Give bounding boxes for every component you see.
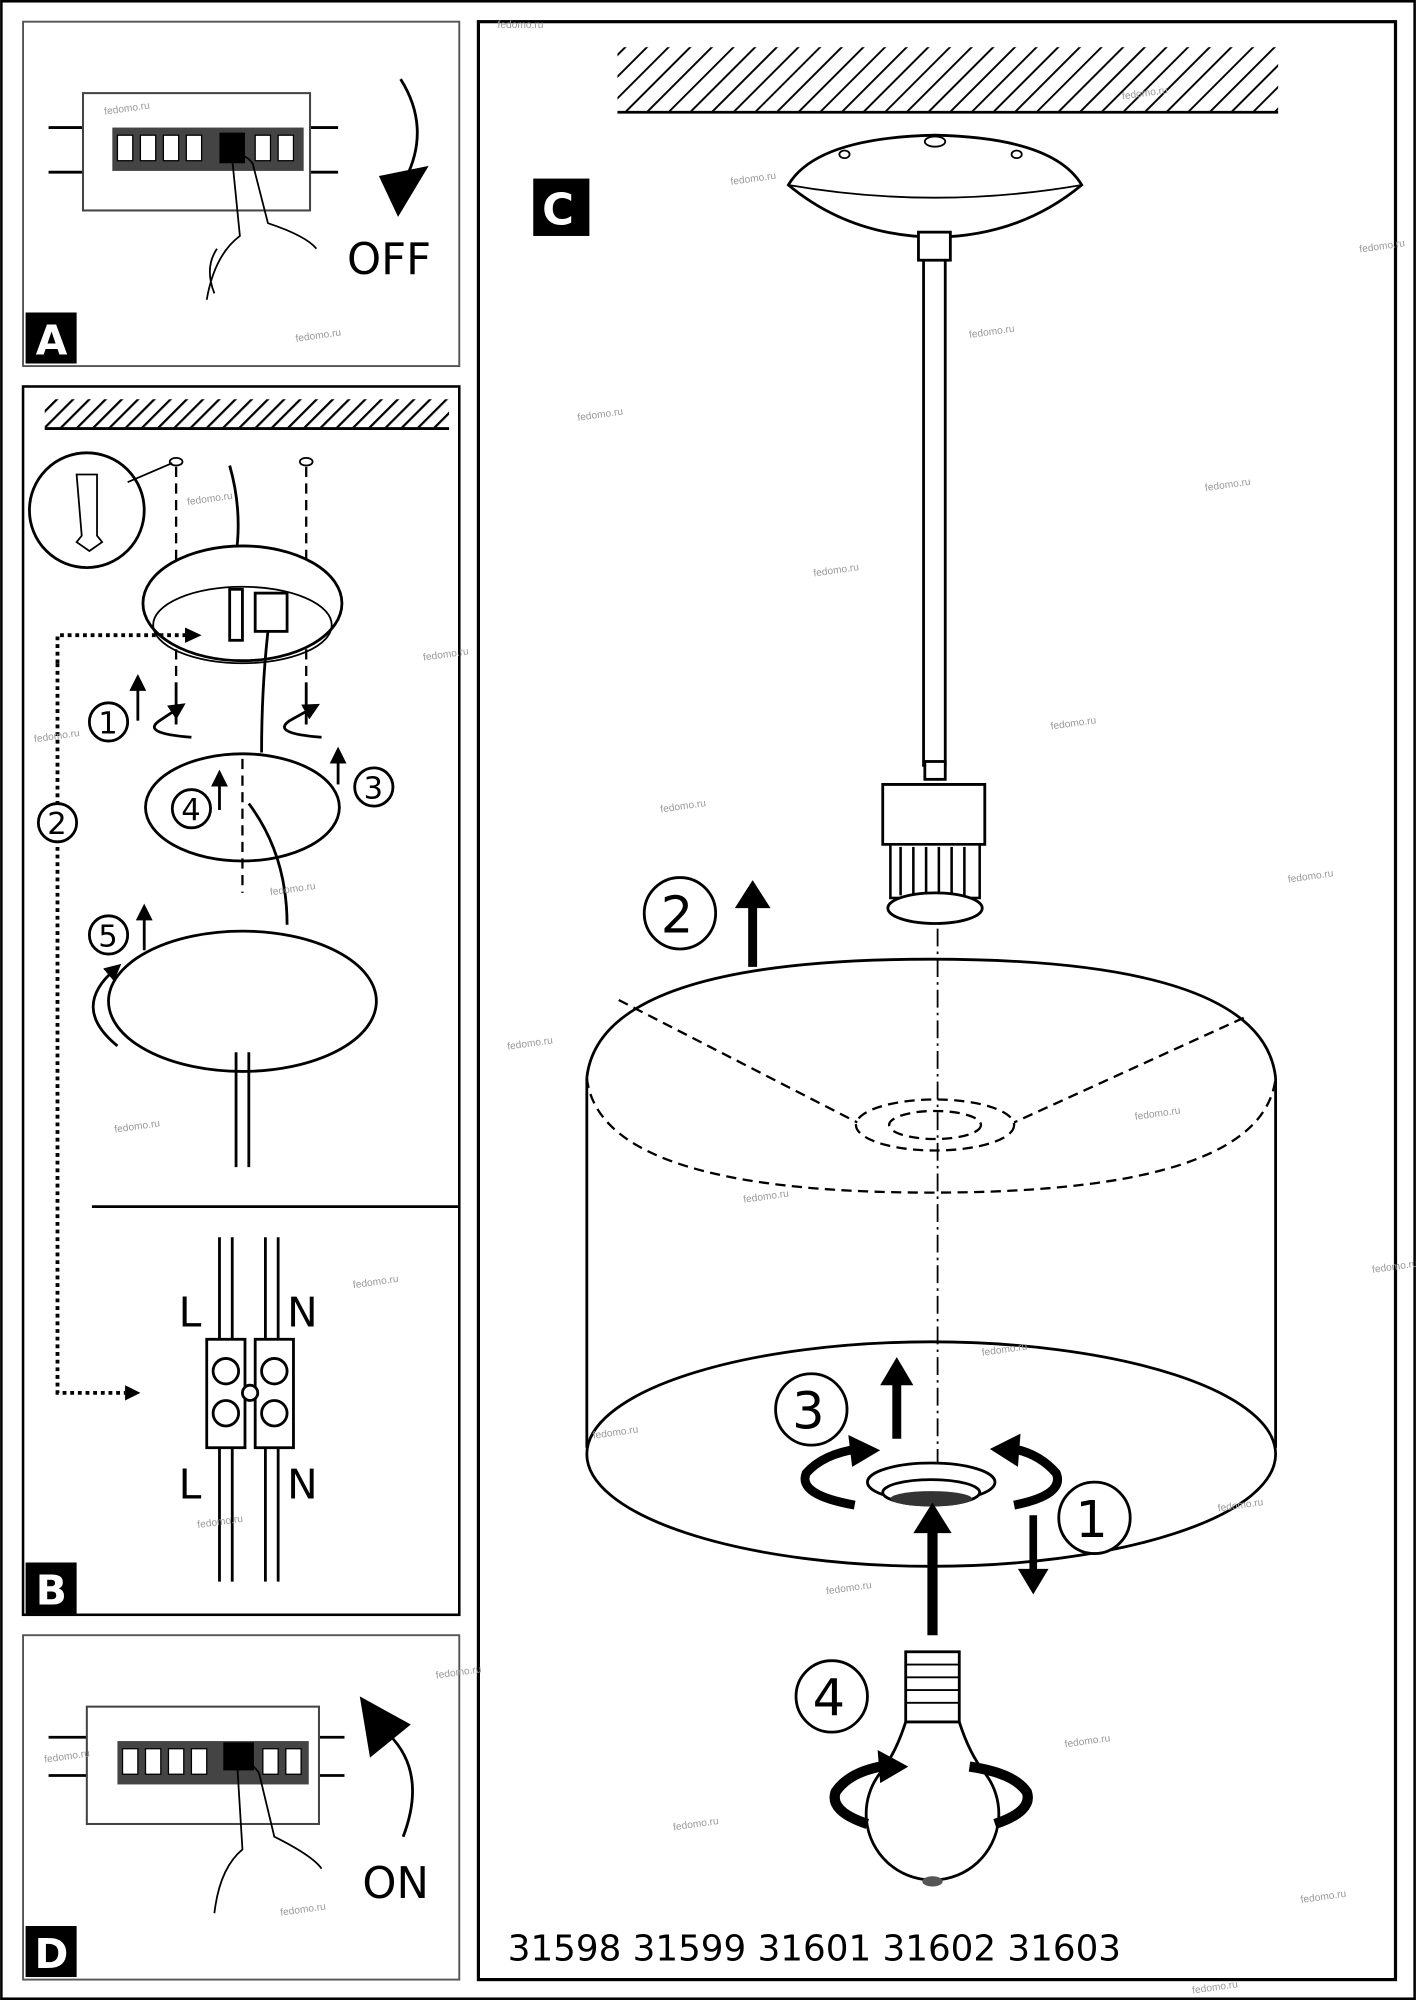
ceiling-hatch <box>44 399 450 428</box>
panel-c: C <box>476 20 1398 1982</box>
on-label: ON <box>362 1859 429 1909</box>
breaker-box-icon <box>48 1705 345 1825</box>
panel-a: OFF A <box>22 20 461 368</box>
step-c-1: 1 <box>1075 1491 1107 1550</box>
step-b-4: 4 <box>181 793 200 828</box>
rotate-bulb-arrow-left-icon <box>829 1761 882 1829</box>
terminal-l-top: L <box>179 1289 202 1337</box>
rotate-arrow-right-icon <box>1013 1444 1062 1510</box>
model-numbers: 31598 31599 31601 31602 31603 <box>508 1928 1121 1969</box>
panel-b: 1 2 3 4 5 L N L N <box>21 385 461 1617</box>
canopy-plate <box>141 544 344 665</box>
terminal-n-top: N <box>287 1289 318 1337</box>
shade-ring <box>866 1461 997 1507</box>
rotate-arrow-left-icon <box>800 1444 858 1510</box>
ceiling-hatch <box>617 47 1279 111</box>
off-label: OFF <box>347 235 431 285</box>
lamp-socket <box>881 760 987 925</box>
turn-off-arrow-icon <box>399 78 419 180</box>
step-c-2: 2 <box>661 886 693 945</box>
step-b-5: 5 <box>98 919 117 954</box>
panel-b-label: B <box>36 1567 67 1615</box>
step-c-4: 4 <box>813 1670 845 1729</box>
ceiling-canopy <box>786 133 1084 239</box>
watermark: fedomo.ru <box>498 20 544 31</box>
step-b-1: 1 <box>98 706 117 741</box>
panel-a-label: A <box>36 317 68 365</box>
hand-icon <box>205 154 318 300</box>
step-b-3: 3 <box>364 771 383 806</box>
light-bulb-icon <box>864 1650 1001 1887</box>
turn-on-arrow-icon <box>388 1733 414 1838</box>
panel-d-label: D <box>35 1930 69 1978</box>
rotate-bulb-arrow-right-icon <box>968 1761 1033 1829</box>
terminal-l-bottom: L <box>179 1461 202 1509</box>
panel-d: ON D <box>22 1634 461 1981</box>
breaker-box-icon <box>48 92 339 212</box>
wall-plug-detail-icon <box>28 451 173 570</box>
terminal-n-bottom: N <box>287 1461 318 1509</box>
step-b-2: 2 <box>47 807 66 842</box>
step-c-3: 3 <box>792 1383 824 1442</box>
hand-icon <box>213 1762 323 1914</box>
screw-left-icon <box>152 682 192 739</box>
panel-c-label: C <box>542 185 574 235</box>
terminal-block-icon <box>205 1237 295 1582</box>
screw-right-icon <box>283 682 322 739</box>
suspension-rod <box>922 248 947 767</box>
